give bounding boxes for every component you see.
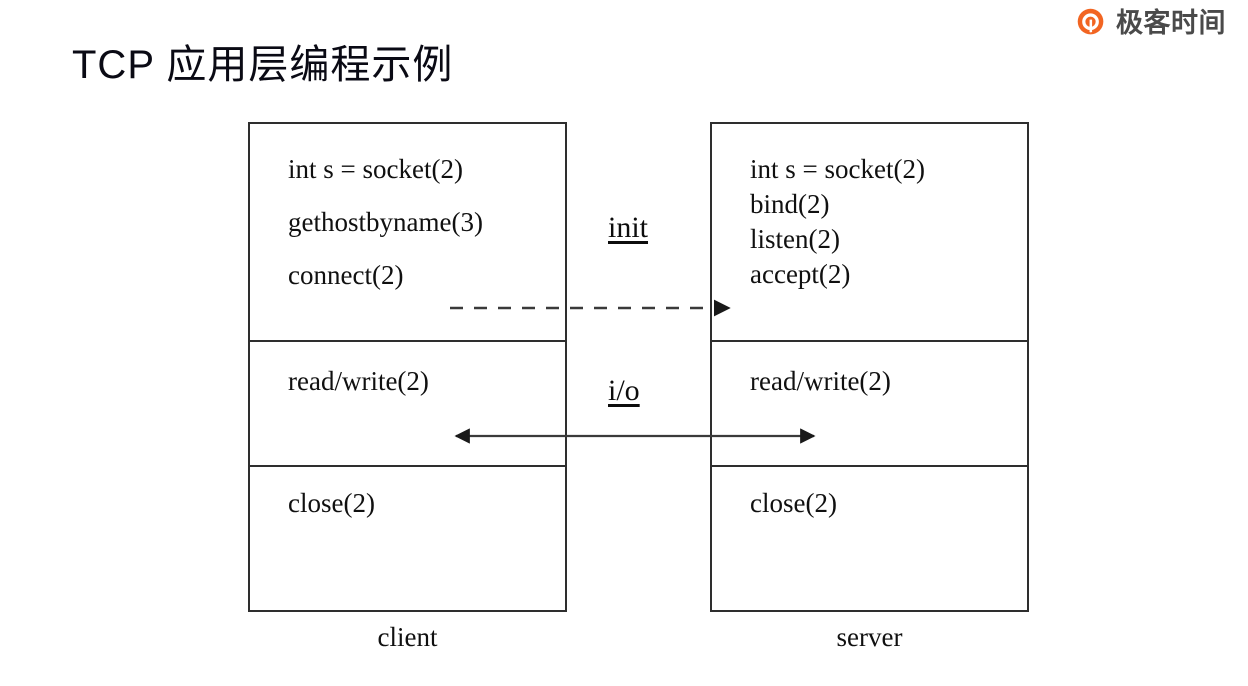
client-caption: client (377, 622, 438, 652)
server-column-box: int s = socket(2) bind(2) listen(2) acce… (710, 122, 1029, 612)
client-close-line-1: close(2) (288, 488, 375, 518)
server-divider-1 (712, 340, 1027, 342)
client-init-line-3: connect(2) (288, 260, 404, 291)
brand-logo: 极客时间 (1075, 7, 1226, 40)
brand-name: 极客时间 (1116, 8, 1226, 38)
page-title: TCP 应用层编程示例 (72, 43, 454, 87)
server-init-line-1: int s = socket(2) (750, 154, 925, 184)
client-column-box: int s = socket(2) gethostbyname(3) conne… (248, 122, 567, 612)
server-close-line-1: close(2) (750, 488, 837, 518)
client-close-section: close(2) (250, 486, 565, 521)
client-io-line-1: read/write(2) (288, 366, 429, 396)
server-close-section: close(2) (712, 486, 1027, 521)
server-divider-2 (712, 465, 1027, 467)
server-io-line-1: read/write(2) (750, 366, 891, 396)
server-init-line-2: bind(2) (750, 189, 830, 220)
client-io-section: read/write(2) (250, 364, 565, 399)
io-connector-label: i/o (608, 374, 640, 407)
init-connector-label: init (608, 211, 649, 244)
server-io-section: read/write(2) (712, 364, 1027, 399)
client-init-line-1: int s = socket(2) (288, 154, 463, 184)
server-init-section: int s = socket(2) bind(2) listen(2) acce… (712, 152, 1027, 292)
server-caption: server (836, 622, 903, 652)
server-init-line-4: accept(2) (750, 259, 851, 290)
server-init-line-3: listen(2) (750, 224, 840, 255)
geekbang-circle-q-logo-icon (1077, 8, 1104, 35)
client-divider-1 (250, 340, 565, 342)
client-init-section: int s = socket(2) gethostbyname(3) conne… (250, 152, 565, 293)
client-init-line-2: gethostbyname(3) (288, 207, 483, 238)
client-divider-2 (250, 465, 565, 467)
